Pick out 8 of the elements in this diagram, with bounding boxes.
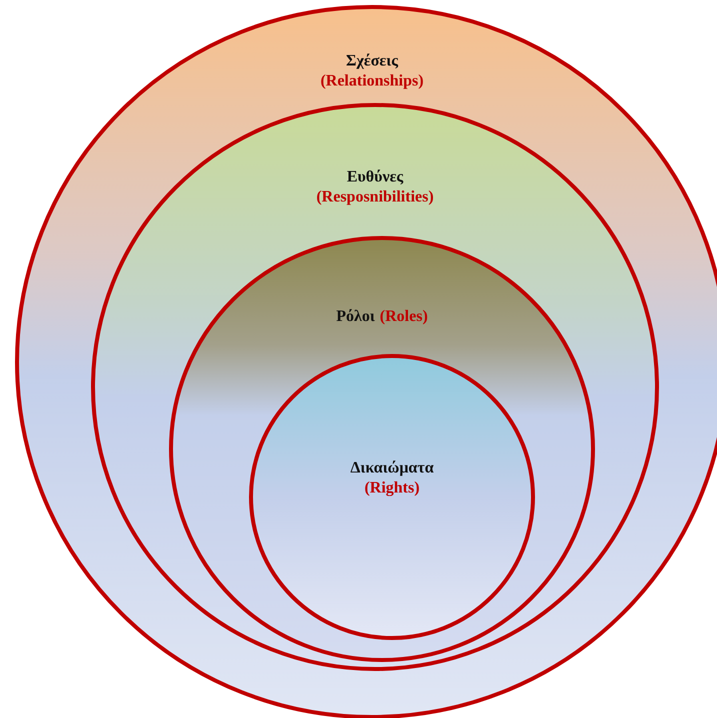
circle-title: Δικαιώματα [350, 460, 434, 478]
circle-subtitle: (Relationships) [320, 73, 424, 92]
circle-subtitle: (Rights) [364, 480, 420, 498]
circle-title: Ρόλοι [336, 308, 375, 326]
circle-subtitle: (Resposnibilities) [316, 189, 434, 208]
circle-title: Σχέσεις [346, 52, 398, 71]
circle-subtitle: (Roles) [380, 308, 428, 326]
circle-title: Ευθύνες [346, 168, 404, 187]
